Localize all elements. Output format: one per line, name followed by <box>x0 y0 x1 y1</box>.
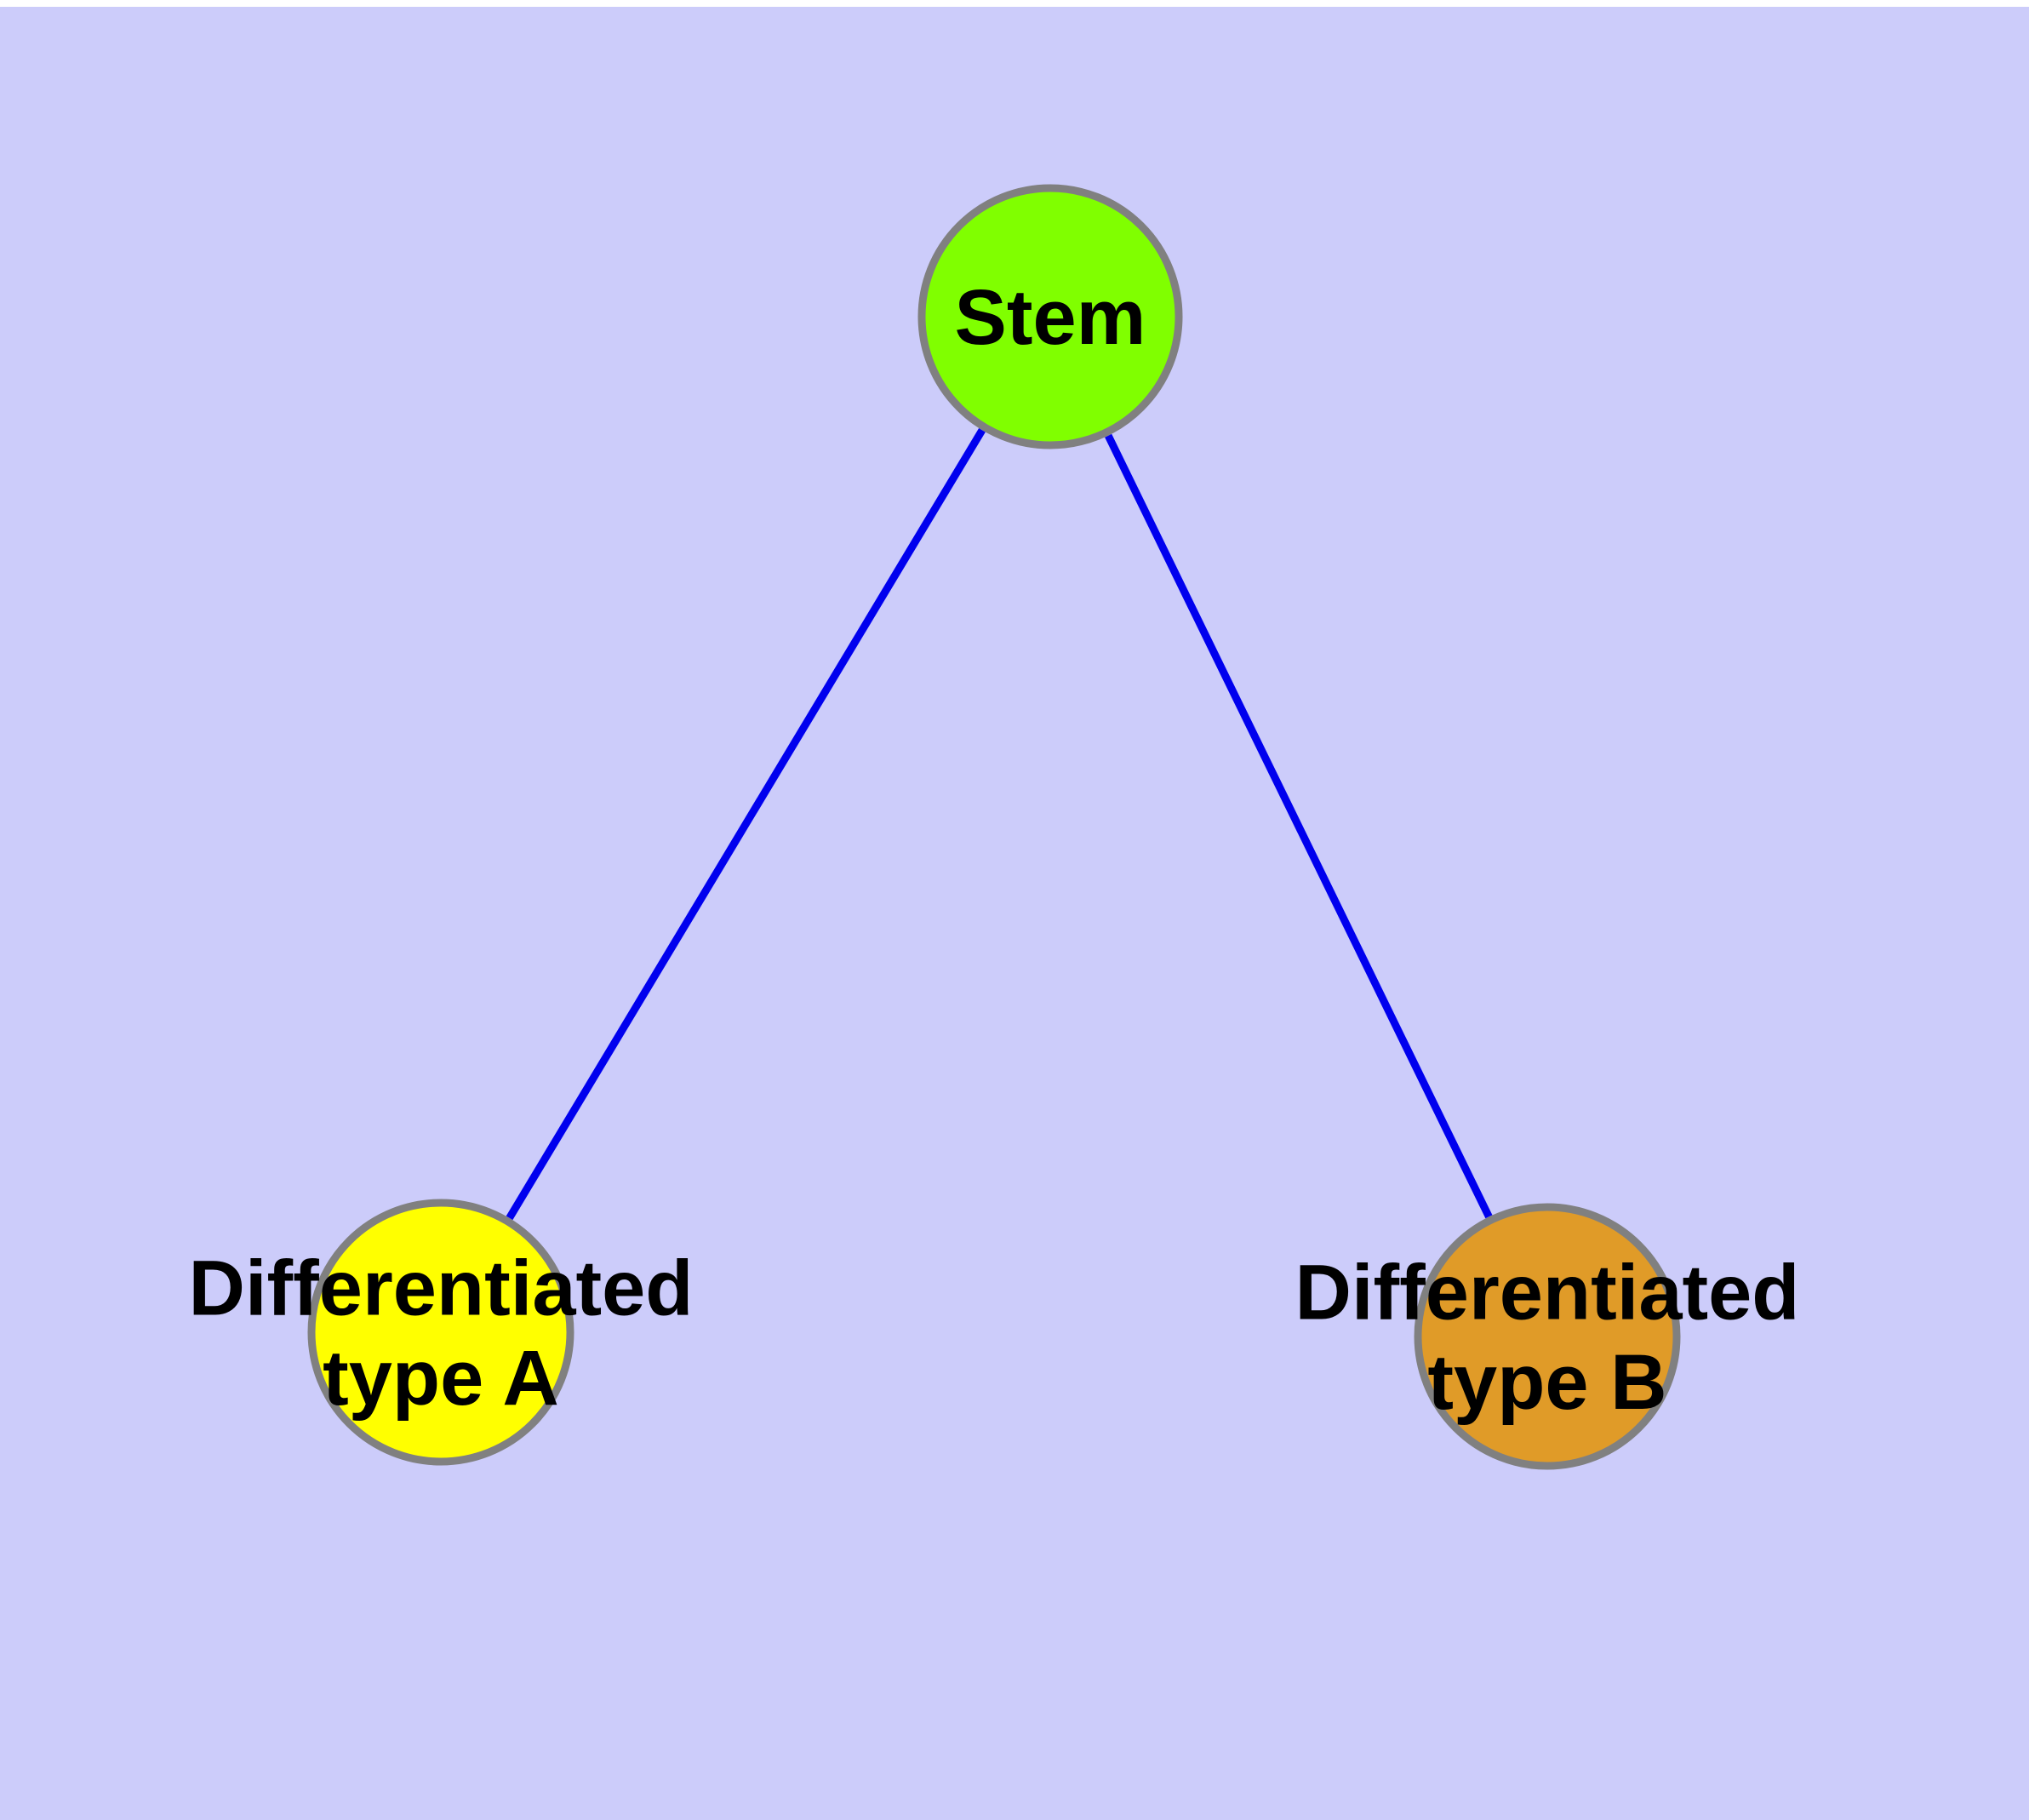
edges-layer <box>506 428 1493 1221</box>
edge-stem-to-differentiated-type-a[interactable] <box>506 428 986 1221</box>
node-stem-circle[interactable] <box>917 184 1183 449</box>
edge-stem-to-differentiated-type-b[interactable] <box>1105 433 1493 1219</box>
label-line: type B <box>1427 1339 1666 1426</box>
node-differentiated-type-b-circle[interactable] <box>1414 1203 1681 1470</box>
node-stem[interactable]: Stem <box>917 184 1183 449</box>
label-line: Stem <box>955 274 1146 361</box>
node-differentiated-type-a-circle[interactable] <box>307 1199 574 1466</box>
label-line: type A <box>323 1335 559 1422</box>
label-line: Differentiated <box>1295 1249 1800 1336</box>
node-stem-label: Stem <box>955 274 1146 361</box>
label-line: Differentiated <box>189 1245 694 1331</box>
